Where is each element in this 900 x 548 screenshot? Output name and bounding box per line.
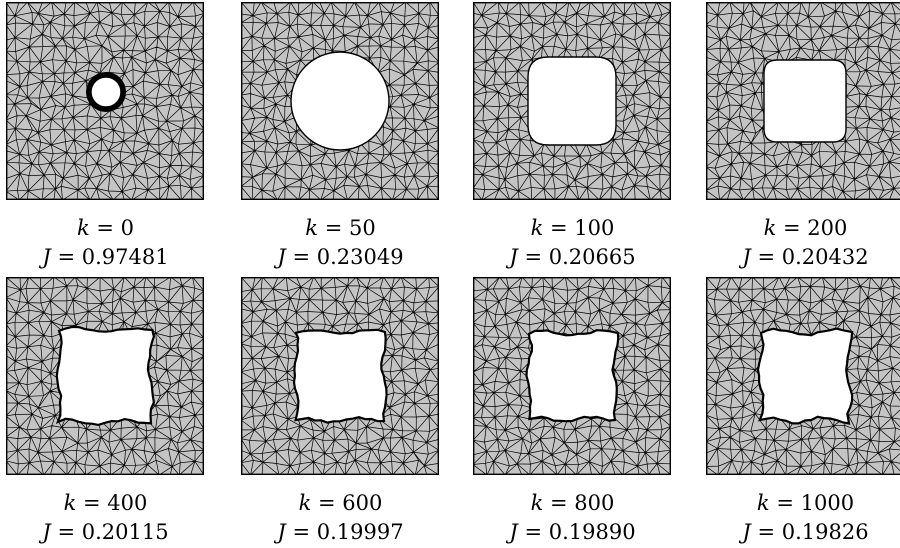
mesh-image (473, 277, 671, 475)
mesh-image (241, 277, 439, 475)
mesh-image (6, 277, 204, 475)
domain-border (706, 2, 900, 200)
objective-label: J = 0.19826 (742, 520, 869, 544)
hole (756, 327, 854, 425)
hole (292, 328, 388, 424)
iteration-label: k = 0 (76, 216, 135, 240)
domain-border (6, 2, 204, 200)
mesh-image (241, 2, 439, 200)
objective-label: J = 0.20432 (742, 245, 869, 269)
domain-border (6, 277, 204, 475)
hole (763, 59, 847, 143)
objective-label: J = 0.23049 (277, 245, 404, 269)
hole (90, 76, 122, 108)
domain-border (473, 277, 671, 475)
hole (55, 325, 156, 427)
objective-label: J = 0.20115 (42, 520, 169, 544)
mesh-image (473, 2, 671, 200)
iteration-label: k = 800 (530, 491, 615, 515)
hole (525, 329, 620, 423)
iteration-label: k = 200 (763, 216, 848, 240)
hole (290, 51, 390, 151)
hole (527, 56, 617, 146)
objective-label: J = 0.97481 (42, 245, 169, 269)
mesh-image (706, 277, 900, 475)
objective-label: J = 0.19997 (277, 520, 404, 544)
domain-border (241, 277, 439, 475)
objective-label: J = 0.20665 (509, 245, 636, 269)
domain-border (241, 2, 439, 200)
mesh-image (6, 2, 204, 200)
mesh-image (706, 2, 900, 200)
domain-border (706, 277, 900, 475)
iteration-label: k = 600 (298, 491, 383, 515)
domain-border (473, 2, 671, 200)
iteration-label: k = 1000 (756, 491, 855, 515)
objective-label: J = 0.19890 (509, 520, 636, 544)
iteration-label: k = 400 (63, 491, 148, 515)
iteration-label: k = 100 (530, 216, 615, 240)
iteration-label: k = 50 (305, 216, 376, 240)
